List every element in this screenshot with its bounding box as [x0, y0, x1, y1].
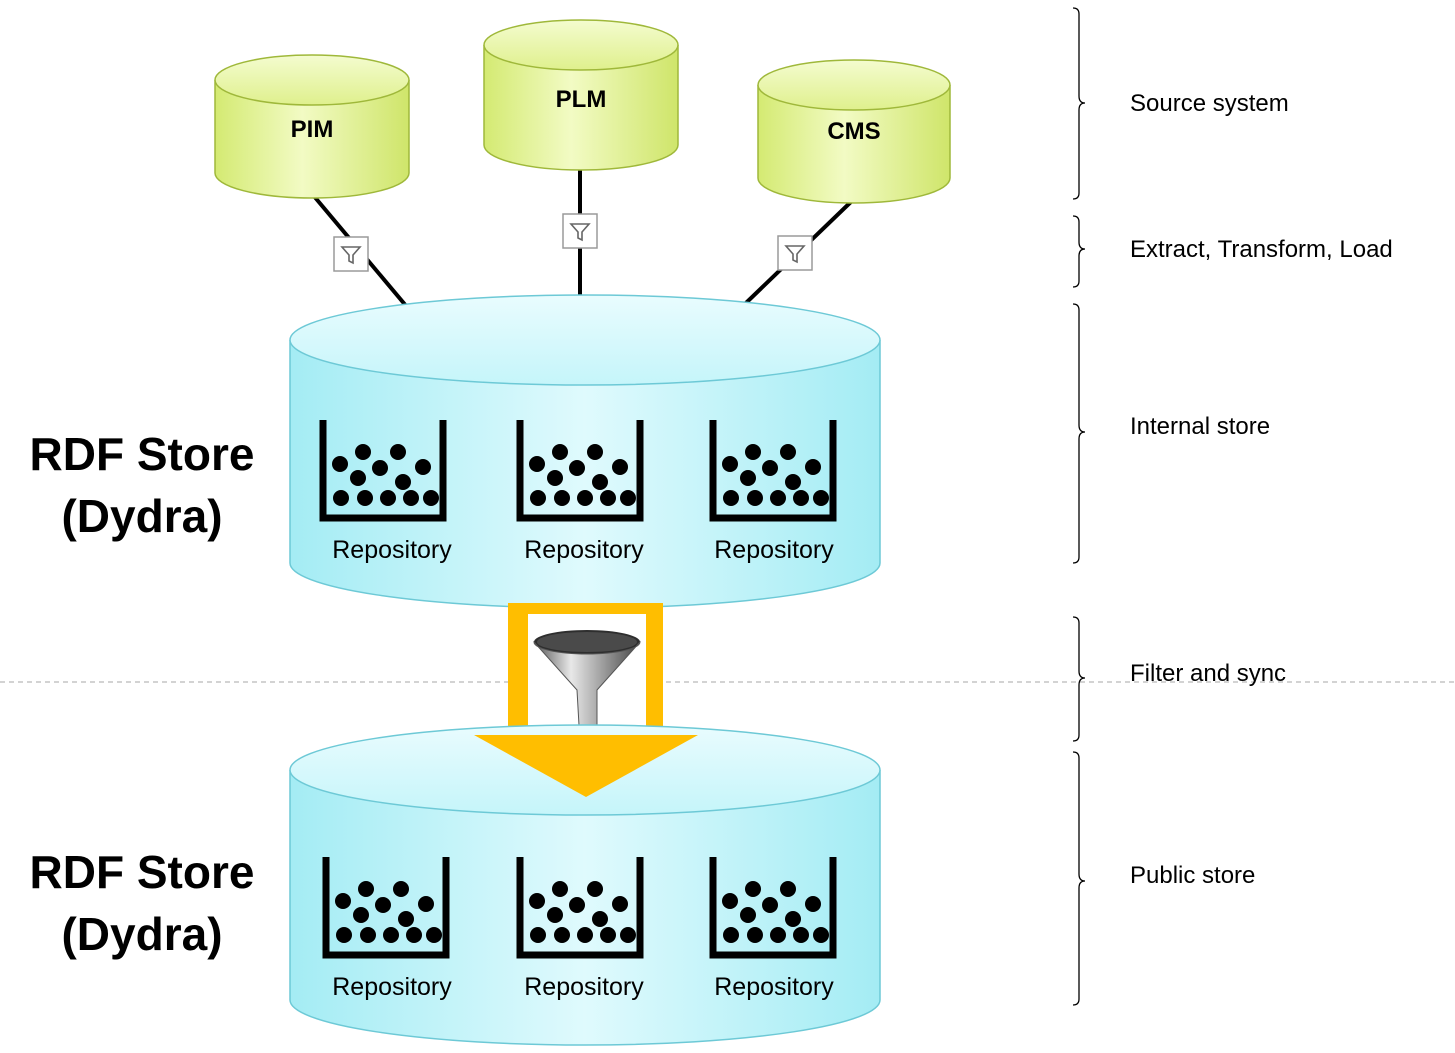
layer-label-internal-store: Internal store: [1130, 413, 1270, 440]
source-label-plm: PLM: [556, 86, 607, 113]
public-store-cylinder: Repository Repository Repository: [289, 724, 881, 1046]
layer-label-source-system: Source system: [1130, 90, 1289, 117]
repository-label: Repository: [524, 536, 644, 564]
layer-label-filter-sync: Filter and sync: [1130, 660, 1286, 687]
repository-label: Repository: [332, 536, 452, 564]
source-cms: CMS: [757, 59, 951, 204]
repository-label: Repository: [332, 973, 452, 1001]
filter-icon: [777, 235, 813, 271]
layer-label-etl: Extract, Transform, Load: [1130, 236, 1393, 263]
filter-icon: [333, 236, 369, 272]
repository-label: Repository: [524, 973, 644, 1001]
store-subtitle: (Dydra): [61, 908, 222, 960]
repository-label: Repository: [714, 536, 834, 564]
source-pim: PIM: [214, 54, 410, 199]
store-title: RDF Store: [30, 428, 255, 480]
store-subtitle: (Dydra): [61, 490, 222, 542]
internal-store-cylinder: Repository Repository Repository: [289, 294, 881, 609]
layer-label-public-store: Public store: [1130, 862, 1255, 889]
store-title: RDF Store: [30, 846, 255, 898]
filter-icon: [562, 213, 598, 249]
source-label-pim: PIM: [291, 116, 334, 143]
repository-label: Repository: [714, 973, 834, 1001]
funnel-icon: [533, 630, 641, 744]
source-label-cms: CMS: [827, 118, 880, 145]
source-plm: PLM: [483, 19, 679, 171]
layer-braces: [1072, 7, 1086, 1006]
